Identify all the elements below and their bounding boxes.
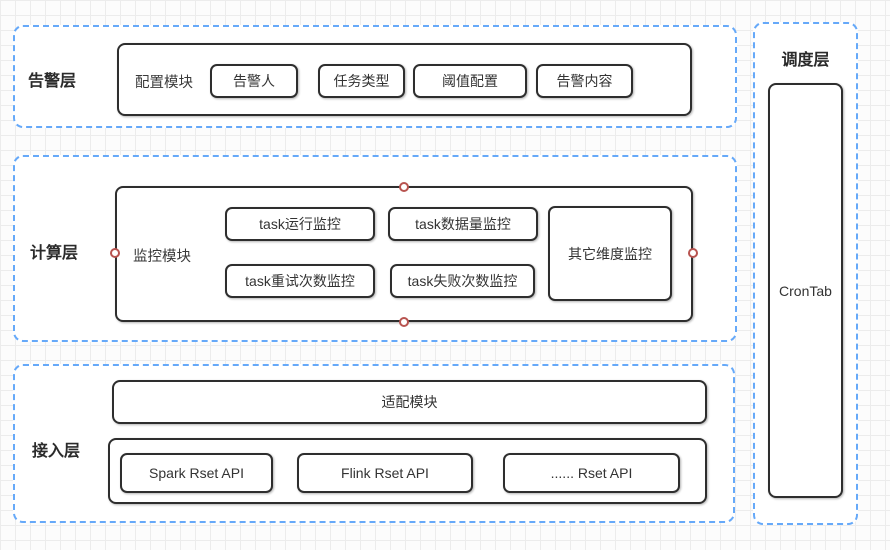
alert-person-node[interactable]: 告警人: [210, 64, 298, 98]
flink-rset-api-node[interactable]: Flink Rset API: [297, 453, 473, 493]
task-data-volume-monitor-node[interactable]: task数据量监控: [388, 207, 538, 241]
alert-content-node[interactable]: 告警内容: [536, 64, 633, 98]
access-layer-label: 接入层: [32, 443, 81, 460]
connection-point-bottom[interactable]: [399, 317, 409, 327]
connection-point-right[interactable]: [688, 248, 698, 258]
alert-layer-label: 告警层: [28, 73, 77, 90]
task-retry-count-monitor-node[interactable]: task重试次数监控: [225, 264, 375, 298]
threshold-config-node[interactable]: 阈值配置: [413, 64, 527, 98]
compute-layer-label: 计算层: [30, 245, 79, 262]
task-fail-count-monitor-node[interactable]: task失败次数监控: [390, 264, 535, 298]
config-module-label: 配置模块: [135, 75, 193, 91]
monitor-module-label: 监控模块: [133, 249, 191, 265]
crontab-node[interactable]: CronTab: [768, 83, 843, 498]
spark-rset-api-node[interactable]: Spark Rset API: [120, 453, 273, 493]
other-rset-api-node[interactable]: ...... Rset API: [503, 453, 680, 493]
task-type-node[interactable]: 任务类型: [318, 64, 405, 98]
schedule-layer-label: 调度层: [781, 52, 830, 69]
connection-point-left[interactable]: [110, 248, 120, 258]
connection-point-top[interactable]: [399, 182, 409, 192]
task-run-monitor-node[interactable]: task运行监控: [225, 207, 375, 241]
other-dimension-monitor-node[interactable]: 其它维度监控: [548, 206, 672, 301]
adapter-module-box[interactable]: 适配模块: [112, 380, 707, 424]
